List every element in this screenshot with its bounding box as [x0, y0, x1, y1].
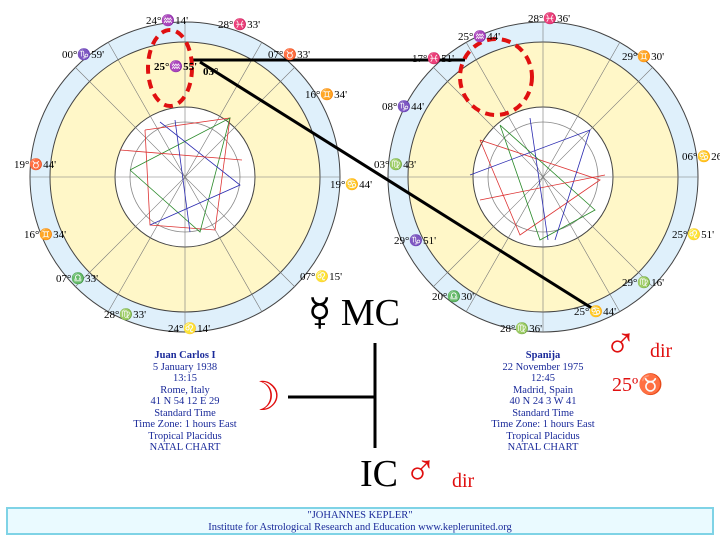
right-wheel-labels: 28°♓36' 25°♒44' 29°♊30' 06°♋26' 25°♌51' …: [374, 13, 720, 335]
connector-lines: [190, 58, 599, 448]
left-chart-time: 13:15: [173, 373, 197, 384]
ic-mars-symbol: ♂: [404, 446, 437, 495]
ic-label: IC: [360, 453, 398, 495]
left-left-mid-cusp: 19°♉44': [14, 159, 57, 171]
left-bottom-right1-cusp: 07°♌15': [300, 271, 343, 283]
mercury-mc-label: ☿ MC: [308, 292, 400, 334]
right-chart-time-type: Standard Time: [512, 407, 574, 419]
right-chart-time: 12:45: [531, 373, 555, 384]
right-chart-caption: Spanija 22 November 1975 12:45 Madrid, S…: [443, 350, 643, 454]
footer-line2: Institute for Astrological Research and …: [208, 521, 512, 533]
right-chart-zone: Time Zone: 1 hours East: [491, 419, 595, 430]
right-mars-dir: dir: [650, 340, 673, 362]
right-right-mid-cusp: 06°♋26': [682, 151, 720, 163]
moon-highlight-oval: [146, 28, 194, 108]
right-right2-cusp: 25°♌51': [672, 229, 715, 241]
left-wheel-labels: 24°♒14' 28°♓33' 07°♉33' 16°♊34' 19°♋44' …: [14, 15, 373, 335]
right-chart-type: NATAL CHART: [507, 442, 579, 453]
left-right2-cusp: 16°♊34': [305, 89, 348, 101]
left-chart-system: Tropical Placidus: [148, 430, 222, 442]
moon-symbol: ☽: [245, 374, 281, 420]
left-chart-date: 5 January 1938: [152, 361, 218, 373]
left-chart-time-type: Standard Time: [154, 407, 216, 419]
left-right1-cusp: 07°♉33': [268, 49, 311, 61]
right-chart-system: Tropical Placidus: [506, 430, 580, 442]
right-top-cusp: 28°♓36': [528, 13, 571, 25]
right-left-mid-cusp: 03°♍43': [374, 159, 417, 171]
left-chart-caption: Juan Carlos I 5 January 1938 13:15 Rome,…: [85, 350, 285, 454]
left-bottom-left1-cusp: 28°♍33': [104, 309, 147, 321]
right-top-left1-cusp: 25°♒44': [458, 31, 501, 43]
left-chart-type: NATAL CHART: [149, 442, 221, 453]
left-chart-zone: Time Zone: 1 hours East: [133, 419, 237, 430]
ic-mars-dir: dir: [452, 470, 475, 492]
left-top-right1-cusp: 28°♓33': [218, 19, 261, 31]
left-left1-cusp: 16°♊34': [24, 229, 67, 241]
right-bottom-cusp: 28°♍36': [500, 323, 543, 335]
right-mars-symbol: ♂: [604, 319, 637, 368]
footer-banner: "JOHANNES KEPLER" Institute for Astrolog…: [6, 507, 714, 535]
right-right1-cusp: 29°♊30': [622, 51, 665, 63]
left-chart-name: Juan Carlos I: [154, 350, 216, 361]
mars-dir-value: 25º♉: [612, 374, 664, 396]
right-chart-name: Spanija: [525, 350, 561, 361]
right-bottom-left1-cusp: 20°♎30': [432, 291, 475, 303]
left-chart-place: Rome, Italy: [160, 384, 210, 396]
right-mars-position: 25°♋44': [574, 306, 617, 318]
right-top-left2-cusp: 17°♓51': [412, 53, 455, 65]
right-left1-cusp: 08°♑44': [382, 101, 425, 113]
left-top-left1-cusp: 00°♑59': [62, 49, 105, 61]
left-chart-coords: 41 N 54 12 E 29: [150, 396, 220, 407]
right-chart-coords: 40 N 24 3 W 41: [509, 396, 577, 407]
left-moon-position: 25°♒55': [154, 61, 198, 73]
left-bottom-left2-cusp: 07°♎33': [56, 273, 99, 285]
right-chart-place: Madrid, Spain: [512, 384, 574, 396]
right-bottom-right1-cusp: 29°♍16': [622, 277, 665, 289]
right-bottom-left2-cusp: 29°♑51': [394, 235, 437, 247]
left-planet-03: 03°: [203, 66, 219, 78]
right-chart-date: 22 November 1975: [502, 361, 584, 373]
left-bottom-cusp: 24°♌14': [168, 323, 211, 335]
left-top-cusp: 24°♒14': [146, 15, 189, 27]
right-stellium-highlight-oval: [458, 37, 534, 117]
left-right-mid-cusp: 19°♋44': [330, 179, 373, 191]
footer-line1: "JOHANNES KEPLER": [307, 510, 413, 521]
